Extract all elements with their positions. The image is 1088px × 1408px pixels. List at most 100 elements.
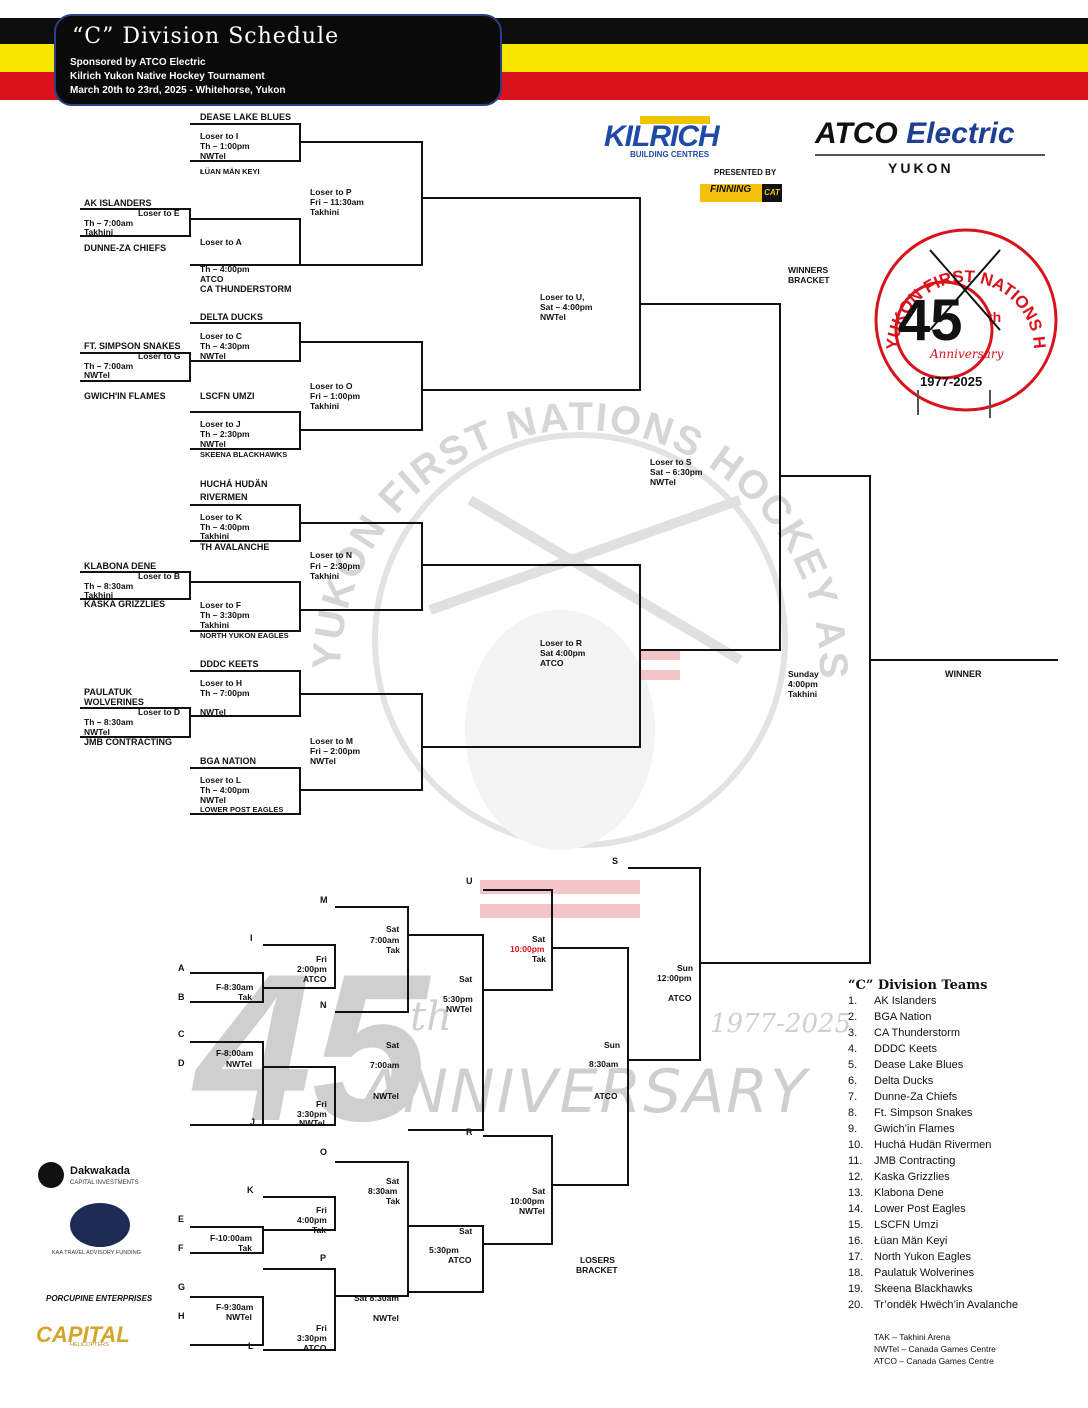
game-O-day: Sat [386, 1176, 400, 1186]
loser-slot-H: H [178, 1311, 185, 1321]
game-K2-time: 4:00pm [297, 1215, 327, 1225]
game-P-day: Sat 8:30am [354, 1293, 399, 1303]
team-list-number: 4. [848, 1043, 858, 1055]
team-list-name: Dease Lake Blues [874, 1059, 964, 1071]
kilrich-roof-icon [640, 116, 710, 124]
atco-electric-text: Electric [906, 117, 1015, 150]
game-O-venue: Takhini [310, 401, 340, 411]
team-ak-islanders: AK ISLANDERS [84, 198, 152, 208]
ktaf-icon [70, 1203, 130, 1247]
watermark-th: th [410, 994, 452, 1040]
team-paulatuk-line1: PAULATUK [84, 687, 133, 697]
legend-tak: TAK – Takhini Arena [874, 1332, 951, 1342]
game-F-venue: Takhini [200, 620, 230, 630]
team-list-name: Kaska Grizzlies [874, 1171, 950, 1183]
game-M2-venue: Tak [386, 945, 401, 955]
game-sat1-day: Sat [459, 974, 473, 984]
loser-slot-R: R [466, 1127, 473, 1137]
team-list-name: LSCFN Umzi [874, 1219, 939, 1231]
team-hucha-hudan-line1: HUCHÁ HUDÄN [200, 479, 268, 489]
game-D-time: Th – 8:30am [84, 717, 134, 727]
team-list-number: 3. [848, 1027, 858, 1039]
team-gwichin-flames: GWICH'IN FLAMES [84, 391, 166, 401]
final-venue: Takhini [788, 689, 818, 699]
team-list-item: 18.Paulatuk Wolverines [848, 1267, 974, 1279]
winners-bracket-label-1: WINNERS [788, 265, 829, 275]
game-sat4-venue: ATCO [448, 1255, 472, 1265]
team-kaska-grizzlies: KASKA GRIZZLIES [84, 599, 166, 609]
loser-slot-M: M [320, 895, 328, 905]
team-list-name: Gwich’in Flames [874, 1123, 955, 1135]
game-C-venue: NWTel [200, 351, 226, 361]
team-list-name: AK Islanders [874, 995, 937, 1007]
team-list-name: Ft. Simpson Snakes [874, 1107, 973, 1119]
game-A-label: Loser to A [200, 237, 242, 247]
game-I2-time: 2:00pm [297, 964, 327, 974]
game-O-time: Fri – 1:00pm [310, 391, 361, 401]
team-bga-nation: BGA NATION [200, 756, 256, 766]
team-list-name: JMB Contracting [874, 1155, 956, 1167]
game-GH-time: F-9:30am [216, 1302, 254, 1312]
loser-slot-J: J [250, 1117, 256, 1127]
game-C-label: Loser to C [200, 331, 243, 341]
game-CD-time: F-8:00am [216, 1048, 254, 1058]
team-north-yukon-eagles: NORTH YUKON EAGLES [200, 631, 289, 640]
game-N-venue: Takhini [310, 571, 340, 581]
game-L-time: Th – 4:00pm [200, 785, 250, 795]
dakwakada-sub: CAPITAL INVESTMENTS [70, 1180, 139, 1186]
game-H-venue: NWTel [200, 707, 226, 717]
team-list-name: BGA Nation [874, 1011, 932, 1023]
team-list-item: 5. Dease Lake Blues [848, 1059, 963, 1071]
game-J-label: Loser to J [200, 419, 241, 429]
game-AB-time: F-8:30am [216, 982, 254, 992]
teams-title: “C” Division Teams [848, 978, 988, 993]
game-AB-venue: Tak [238, 992, 253, 1002]
team-list-number: 10. [848, 1139, 864, 1151]
game-sat2-venue: Tak [532, 954, 547, 964]
capital-logo: CAPITAL [36, 1322, 130, 1347]
dates-line: March 20th to 23rd, 2025 - Whitehorse, Y… [70, 85, 286, 96]
game-K-time: Th – 4:00pm [200, 522, 250, 532]
game-B-venue: Takhini [84, 590, 114, 600]
team-list-item: 14.Lower Post Eagles [848, 1203, 966, 1215]
ktaf-text: KAA TRAVEL ADVISORY FUNDING [52, 1250, 141, 1256]
game-S-venue: NWTel [650, 477, 676, 487]
team-skeena-blackhawks: SKEENA BLACKHAWKS [200, 450, 288, 459]
game-sun1-day: Sun [604, 1040, 621, 1050]
finning-text: FINNING [710, 184, 752, 195]
game-I2-venue: ATCO [303, 974, 327, 984]
game-F-label: Loser to F [200, 600, 242, 610]
team-dddc-keets: DDDC KEETS [200, 659, 259, 669]
game-H-time: Th – 7:00pm [200, 688, 250, 698]
team-list-number: 19. [848, 1283, 864, 1295]
team-list-item: 4.DDDC Keets [848, 1043, 937, 1055]
yfnha-45: 45 [898, 288, 963, 353]
game-M-day: Sat [386, 924, 400, 934]
loser-slot-E: E [178, 1214, 185, 1224]
team-dease-lake-blues: DEASE LAKE BLUES [200, 112, 292, 122]
game-R-label: Loser to R [540, 638, 583, 648]
loser-slot-B: B [178, 992, 185, 1002]
team-list-number: 18. [848, 1267, 864, 1279]
game-E-label: Loser to E [138, 208, 180, 218]
loser-slot-G: G [178, 1282, 186, 1292]
team-list-item: 16.Łüan Män Keyi [848, 1235, 947, 1247]
team-list-item: 8.Ft. Simpson Snakes [848, 1107, 972, 1119]
team-list-number: 5. [848, 1059, 858, 1071]
game-H-label: Loser to H [200, 678, 243, 688]
team-th-avalanche: TH AVALANCHE [200, 542, 270, 552]
game-I-venue: NWTel [200, 151, 226, 161]
watermark-years: 1977-2025 [710, 1009, 851, 1039]
game-L-day: Fri [316, 1323, 327, 1333]
loser-slot-U: U [466, 876, 473, 886]
game-N2-time: 7:00am [370, 1060, 400, 1070]
game-K-venue: Takhini [200, 531, 230, 541]
loser-slot-N: N [320, 1000, 327, 1010]
team-list-item: 12.Kaska Grizzlies [848, 1171, 950, 1183]
dakwakada-logo: Dakwakada [70, 1165, 130, 1177]
game-U-venue: NWTel [540, 312, 566, 322]
losers-bracket-label-1: LOSERS [580, 1255, 615, 1265]
team-list-item: 6.Delta Ducks [848, 1075, 933, 1087]
game-J2-time: 3:30pm [297, 1109, 327, 1119]
team-list-number: 17. [848, 1251, 864, 1263]
